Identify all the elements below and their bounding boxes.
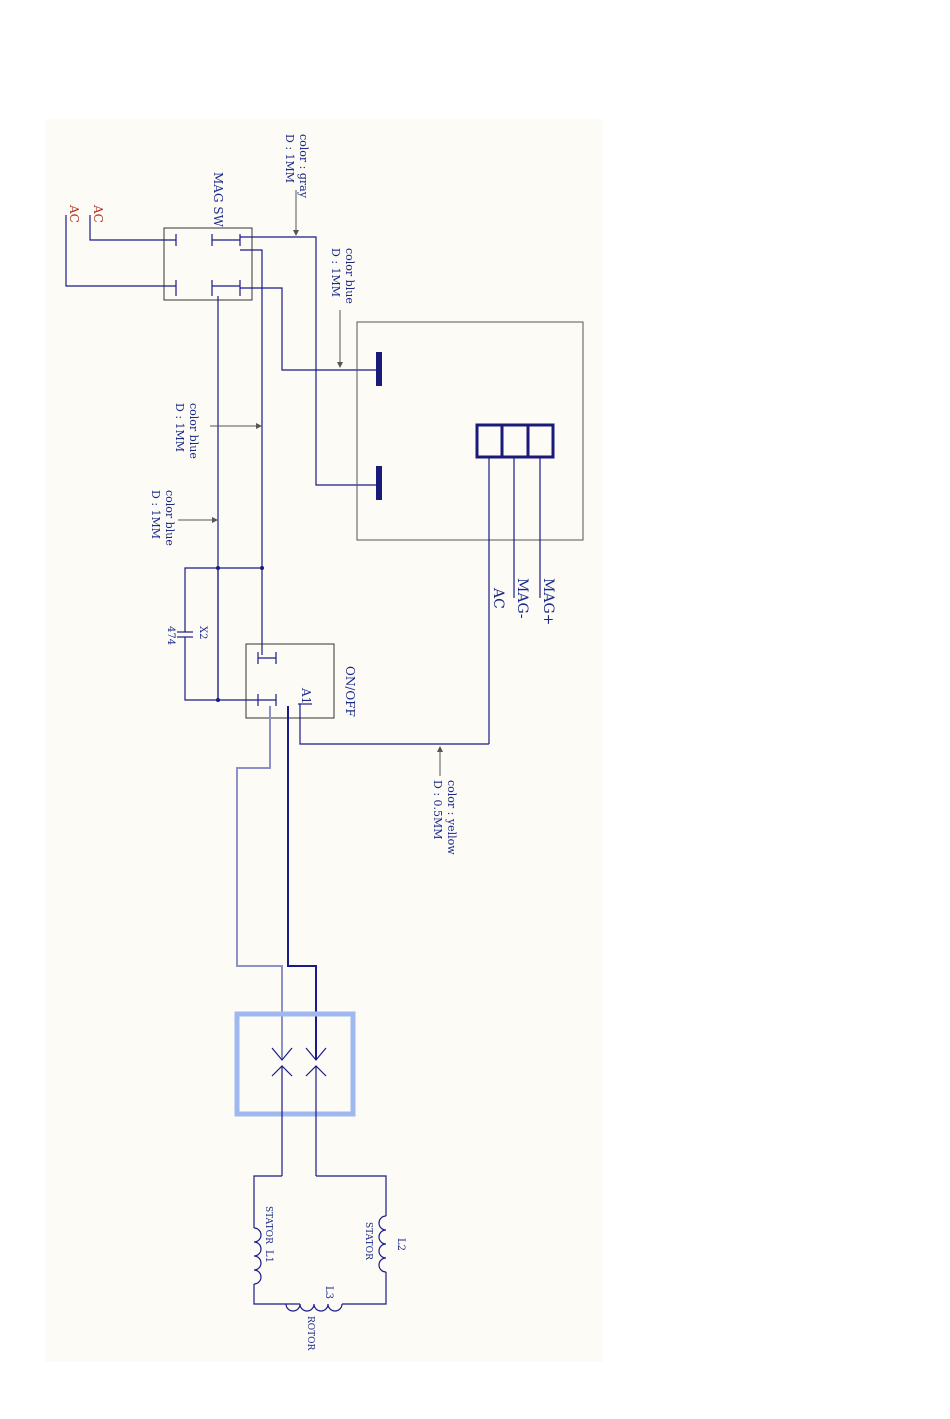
mag-minus-label: MAG- [514,578,530,619]
capacitor-value: 474 [165,626,176,645]
stator-1-label: STATOR [263,1206,273,1244]
mag-sw-label: MAG SW [211,172,225,228]
gray-wire-color: color : gray [297,134,310,199]
l1-label: L1 [263,1250,274,1263]
rotor-label: ROTOR [305,1316,315,1351]
blue-wire-2-diameter: D : 1MM [173,403,186,452]
l2-label: L2 [395,1238,406,1251]
l3-label: L3 [323,1286,334,1299]
blue-wire-2-color: color blue [187,403,200,459]
yellow-wire-diameter: D : 0.5MM [431,780,444,840]
blue-wire-1-diameter: D : 1MM [329,248,342,297]
capacitor-name: X2 [197,626,208,639]
blue-wire-1-color: color blue [343,248,356,304]
on-off-label: ON/OFF [343,666,357,717]
yellow-wire-color: color : yellow [445,780,458,855]
gray-wire-diameter: D : 1MM [283,134,296,183]
blue-wire-3-diameter: D : 1MM [149,490,162,539]
ac-label-1: AC [91,204,105,223]
blue-wire-3-color: color blue [163,490,176,546]
stator-2-label: STATOR [363,1222,373,1260]
ac-output-label: AC [490,587,506,609]
ac-label-2: AC [67,204,81,223]
a1-label: A1 [299,687,313,704]
mag-plus-label: MAG+ [540,578,556,625]
